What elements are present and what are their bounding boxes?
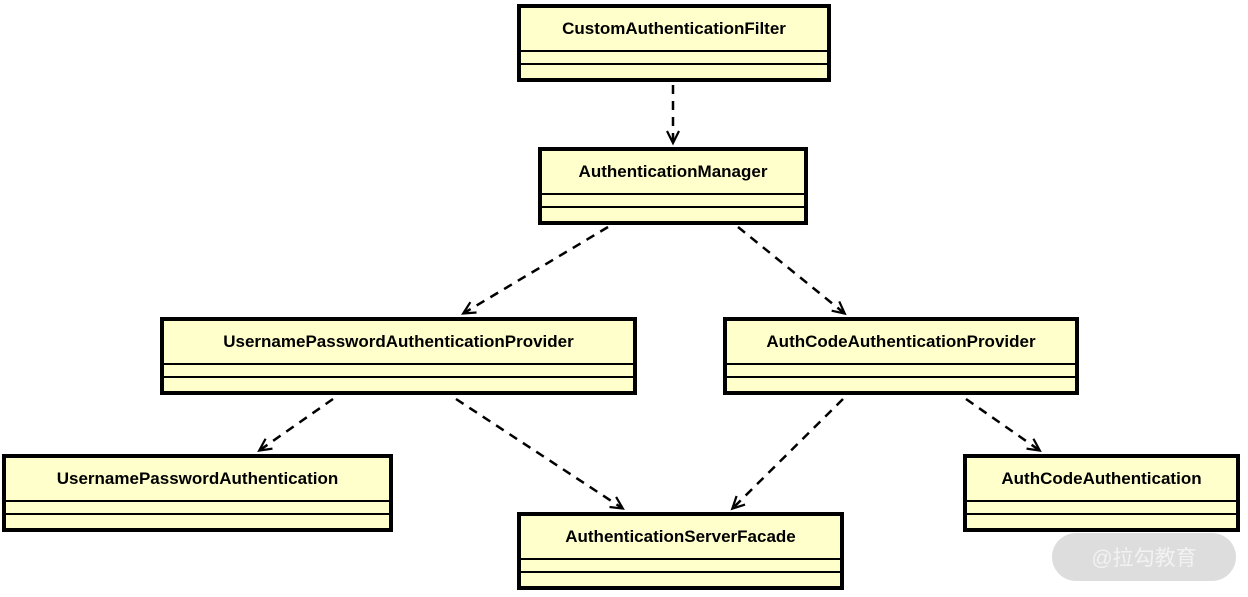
dependency-arrow-authcodeprovider-to-facade [730, 398, 844, 511]
class-box-username-password-authentication: UsernamePasswordAuthentication [2, 454, 393, 532]
operations-compartment [967, 515, 1236, 528]
attributes-compartment [542, 195, 804, 206]
compartment-divider [6, 500, 389, 502]
attributes-compartment [164, 365, 633, 376]
class-name: UsernamePasswordAuthentication [56, 469, 339, 488]
class-box-authentication-server-facade: AuthenticationServerFacade [517, 512, 844, 590]
class-name: AuthenticationManager [578, 162, 768, 181]
compartment-divider [6, 513, 389, 515]
class-name: AuthenticationServerFacade [565, 527, 796, 546]
class-box-authentication-manager: AuthenticationManager [538, 147, 808, 225]
operations-compartment [542, 208, 804, 221]
compartment-divider [521, 50, 827, 52]
class-box-custom-authentication-filter: CustomAuthenticationFilter [517, 4, 831, 82]
operations-compartment [164, 378, 633, 391]
compartment-divider [164, 363, 633, 365]
attributes-compartment [967, 502, 1236, 513]
class-box-auth-code-authentication: AuthCodeAuthentication [963, 454, 1240, 532]
dependency-arrow-manager-to-usernameprovider [461, 225, 609, 315]
compartment-divider [727, 363, 1075, 365]
class-box-username-password-authentication-provider: UsernamePasswordAuthenticationProvider [160, 317, 637, 395]
dependency-arrow-authcodeprovider-to-authcodeauth [965, 397, 1042, 452]
attributes-compartment [521, 560, 840, 571]
compartment-divider [521, 63, 827, 65]
compartment-divider [967, 500, 1236, 502]
dependency-arrow-usernameprovider-to-usernameauth [257, 397, 334, 452]
watermark-text: @拉勾教育 [1091, 547, 1197, 570]
attributes-compartment [521, 52, 827, 63]
watermark-badge: @拉勾教育 [1052, 533, 1236, 581]
compartment-divider [542, 206, 804, 208]
class-name: AuthCodeAuthentication [1001, 469, 1202, 488]
compartment-divider [521, 571, 840, 573]
dependency-arrow-usernameprovider-to-facade [455, 397, 625, 510]
compartment-divider [542, 193, 804, 195]
dependency-arrow-manager-to-authcodeprovider [737, 226, 847, 316]
operations-compartment [521, 573, 840, 586]
class-name: CustomAuthenticationFilter [562, 19, 786, 38]
attributes-compartment [727, 365, 1075, 376]
compartment-divider [727, 376, 1075, 378]
compartment-divider [521, 558, 840, 560]
operations-compartment [6, 515, 389, 528]
compartment-divider [967, 513, 1236, 515]
class-name: AuthCodeAuthenticationProvider [766, 332, 1036, 351]
attributes-compartment [6, 502, 389, 513]
compartment-divider [164, 376, 633, 378]
class-box-auth-code-authentication-provider: AuthCodeAuthenticationProvider [723, 317, 1079, 395]
operations-compartment [521, 65, 827, 78]
class-name: UsernamePasswordAuthenticationProvider [223, 332, 574, 351]
operations-compartment [727, 378, 1075, 391]
